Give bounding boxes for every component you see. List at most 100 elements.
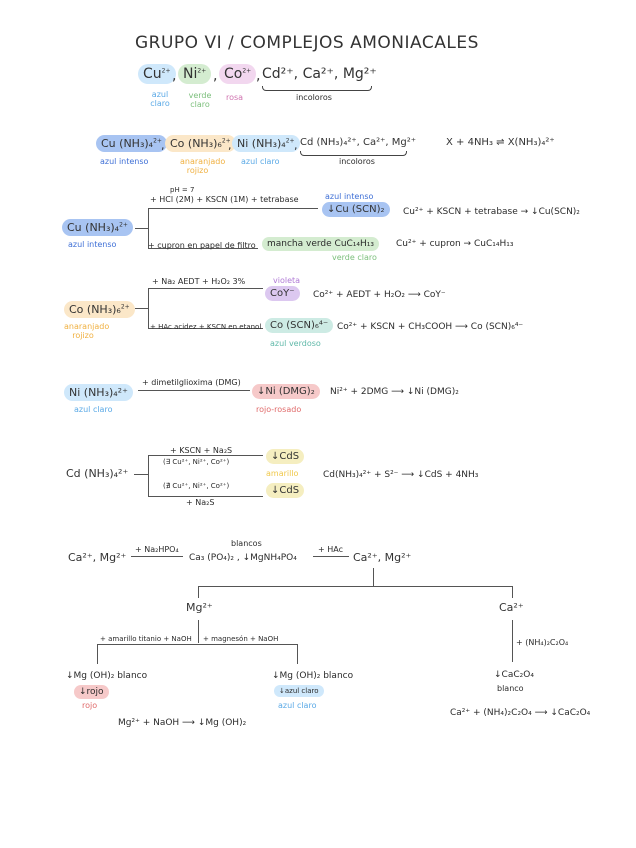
mg-left-product: ↓Mg (OH)₂ blanco xyxy=(66,671,148,681)
connector xyxy=(134,474,148,475)
branch-line xyxy=(148,208,149,248)
cadmium-product-label: amarillo xyxy=(266,469,299,478)
ca-stem xyxy=(512,620,513,662)
mg-left-reagents: + amarillo titanio + NaOH xyxy=(100,635,192,643)
branch-top xyxy=(148,455,263,456)
cobalt-bottom-product: Co (SCN)₆⁴⁻ xyxy=(265,318,334,333)
mg-left-lake: ↓rojo xyxy=(74,685,109,699)
cobalt-eq2: Co²⁺ + KSCN + CH₃COOH ⟶ Co (SCN)₆⁴⁻ xyxy=(337,322,524,332)
copper-bottom-product: mancha verde CuC₁₄H₁₃ xyxy=(262,237,380,251)
cadmium-product-top: ↓CdS xyxy=(266,449,305,464)
copper-eq2: Cu²⁺ + cupron → CuC₁₄H₁₃ xyxy=(396,239,514,249)
cadmium-top-reagents: + KSCN + Na₂S xyxy=(170,446,233,455)
ion-cu: Cu2+ xyxy=(138,64,176,84)
copper-reactant-label: azul intenso xyxy=(68,240,117,249)
mg-ion: Mg²⁺ xyxy=(186,601,213,614)
camg-intermediate-label: blancos xyxy=(231,539,262,548)
nickel-reactant-label: azul claro xyxy=(74,405,113,414)
tree-stem xyxy=(373,568,374,586)
cadmium-product-bottom: ↓CdS xyxy=(266,483,305,498)
label-ni-color: verde claro xyxy=(188,91,212,109)
mg-right-reagents: + magnesón + NaOH xyxy=(203,635,279,643)
mg-left-lake-label: rojo xyxy=(82,701,98,710)
ca-reagent: + (NH₄)₂C₂O₄ xyxy=(516,638,569,647)
mg-left-leg xyxy=(97,644,98,664)
ion-co: Co2+ xyxy=(219,64,257,84)
connector xyxy=(135,228,148,229)
cobalt-top-reagents: + Na₂ AEDT + H₂O₂ 3% xyxy=(152,277,246,286)
complex-co: Co (NH₃)₆2+ xyxy=(165,135,236,152)
branch-top xyxy=(148,288,263,289)
comma: , xyxy=(213,68,218,84)
comma: , xyxy=(256,68,261,84)
complex-rest: Cd (NH₃)₄²⁺, Ca²⁺, Mg²⁺ xyxy=(300,137,416,148)
nickel-eq: Ni²⁺ + 2DMG ⟶ ↓Ni (DMG)₂ xyxy=(330,387,459,397)
reaction-arrow-line xyxy=(131,556,183,557)
copper-ph: pH = 7 xyxy=(170,186,195,194)
nickel-reagent: + dimetilglioxima (DMG) xyxy=(142,378,241,387)
branch-bottom xyxy=(148,496,263,497)
cadmium-top-condition: (∃ Cu²⁺, Ni²⁺, Co²⁺) xyxy=(163,458,230,466)
nickel-product-label: rojo-rosado xyxy=(256,405,302,414)
label-co-color: rosa xyxy=(226,93,244,102)
cobalt-bottom-product-label: azul verdoso xyxy=(270,339,321,348)
tree-bar xyxy=(198,586,512,587)
cobalt-bottom-reagents: + HAc acidez + KSCN en etanol xyxy=(150,323,262,331)
tree-left xyxy=(198,586,199,598)
mg-right-lake: ↓azul claro xyxy=(274,685,324,697)
branch-line xyxy=(148,288,149,328)
reaction-arrow-line xyxy=(313,556,349,557)
cobalt-reactant-label: anaranjado rojizo xyxy=(64,322,110,340)
mg-bar xyxy=(97,644,297,645)
brace xyxy=(262,86,372,91)
tree-right xyxy=(512,586,513,598)
copper-reactant: Cu (NH₃)₄2+ xyxy=(62,219,133,236)
colorless-ions: Cd²⁺, Ca²⁺, Mg²⁺ xyxy=(262,66,377,82)
comma: , xyxy=(172,68,177,84)
cadmium-eq: Cd(NH₃)₄²⁺ + S²⁻ ⟶ ↓CdS + 4NH₃ xyxy=(323,470,479,480)
branch-bottom xyxy=(148,248,258,249)
copper-eq1: Cu²⁺ + KSCN + tetrabase → ↓Cu(SCN)₂ xyxy=(403,207,580,217)
cadmium-bottom-condition: (∄ Cu²⁺, Ni²⁺, Co²⁺) xyxy=(163,482,230,490)
label-incoloros-2: incoloros xyxy=(339,157,375,166)
cobalt-reactant: Co (NH₃)₆2+ xyxy=(64,301,135,318)
copper-bottom-reagents: + cupron en papel de filtro xyxy=(148,241,256,250)
brace xyxy=(300,151,407,156)
cobalt-eq1: Co²⁺ + AEDT + H₂O₂ ⟶ CoY⁻ xyxy=(313,290,446,300)
label-co-complex: anaranjado rojizo xyxy=(180,157,226,175)
label-ni-complex: azul claro xyxy=(241,157,280,166)
label-cu-color: azul claro xyxy=(150,90,170,108)
cobalt-top-product: CoY⁻ xyxy=(265,286,300,301)
copper-top-product: ↓Cu (SCN)₂ xyxy=(322,202,390,217)
complex-cu: Cu (NH₃)₄2+ xyxy=(96,135,167,152)
copper-bottom-product-label: verde claro xyxy=(332,253,377,262)
camg-reagent2: + HAc xyxy=(318,545,343,554)
ion-ni: Ni2+ xyxy=(178,64,212,84)
branch-top xyxy=(148,208,318,209)
cadmium-reactant: Cd (NH₃)₄²⁺ xyxy=(66,467,129,480)
branch-line xyxy=(148,455,149,496)
copper-top-reagents: + HCl (2M) + KSCN (1M) + tetrabase xyxy=(150,195,299,204)
reaction-arrow-line xyxy=(138,390,250,391)
comma: , xyxy=(228,139,232,152)
camg-reagent1: + Na₂HPO₄ xyxy=(135,545,179,554)
branch-bottom xyxy=(148,328,263,329)
cadmium-bottom-reagents: + Na₂S xyxy=(186,498,215,507)
label-cu-complex: azul intenso xyxy=(100,157,149,166)
nickel-reactant: Ni (NH₃)₄²⁺ xyxy=(64,384,133,401)
mg-eq: Mg²⁺ + NaOH ⟶ ↓Mg (OH)₂ xyxy=(118,718,247,728)
mg-right-lake-label: azul claro xyxy=(278,701,317,710)
camg-reactant: Ca²⁺, Mg²⁺ xyxy=(68,551,127,564)
ca-product-label: blanco xyxy=(497,684,524,693)
label-incoloros: incoloros xyxy=(296,93,332,102)
ca-product: ↓CaC₂O₄ xyxy=(494,670,534,680)
page-title: GRUPO VI / COMPLEJOS AMONIACALES xyxy=(135,33,479,53)
cobalt-top-product-label: violeta xyxy=(273,276,301,285)
mg-right-leg xyxy=(297,644,298,664)
comma: , xyxy=(294,139,298,152)
connector xyxy=(135,308,148,309)
mg-right-product: ↓Mg (OH)₂ blanco xyxy=(272,671,354,681)
ca-ion: Ca²⁺ xyxy=(499,601,524,614)
mg-stem xyxy=(198,620,199,643)
camg-intermediate: Ca₃ (PO₄)₂ , ↓MgNH₄PO₄ xyxy=(189,553,297,563)
